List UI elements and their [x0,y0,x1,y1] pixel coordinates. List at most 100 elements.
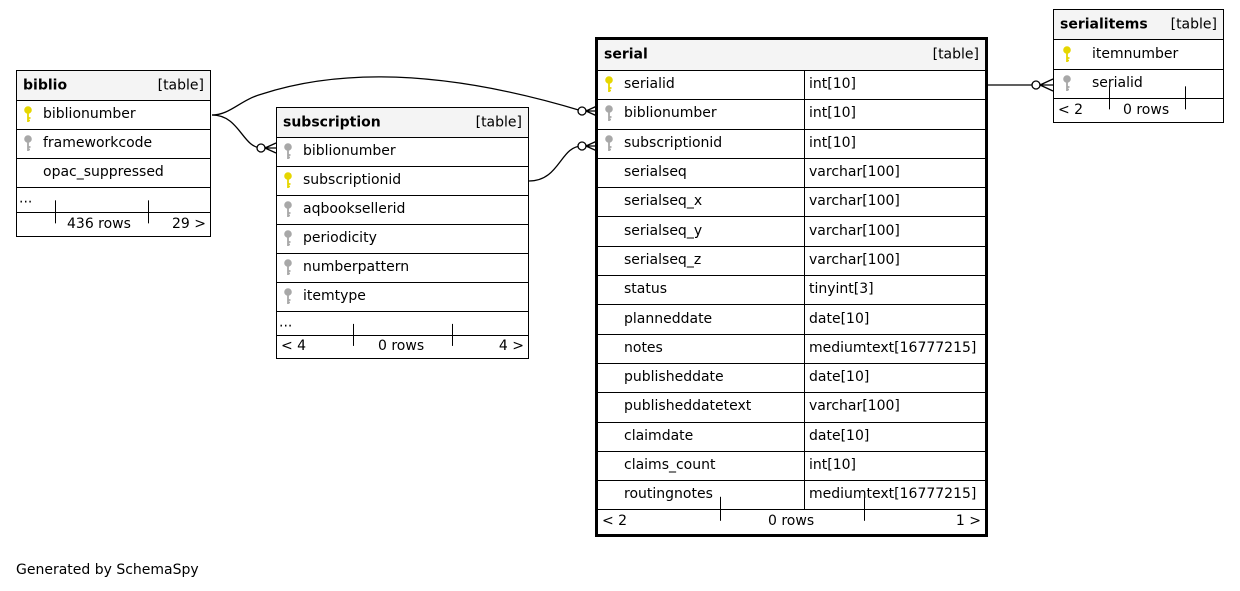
column-type: int[10] [809,76,856,93]
crowfoot-marker [264,142,277,154]
column-row[interactable]: publisheddate date[10] [598,363,985,394]
footer-children[interactable]: 29 > [172,215,206,232]
footer-parents[interactable]: < 2 [1058,101,1084,118]
column-row[interactable]: frameworkcode [17,130,210,159]
table-kind: [table] [157,77,204,94]
column-row[interactable]: claims_count int[10] [598,451,985,482]
key-icon [604,223,616,241]
column-name: itemtype [303,288,366,305]
column-name: serialid [624,76,675,93]
footer-children[interactable]: 4 > [498,338,524,355]
more-columns-row[interactable]: ... [17,188,210,213]
table-header[interactable]: subscription [table] [277,108,528,138]
column-type: varchar[100] [809,252,900,269]
column-divider [804,129,805,158]
table-kind: [table] [1170,16,1217,33]
key-icon [1062,45,1074,64]
column-row[interactable]: serialseq_y varchar[100] [598,217,985,247]
column-name: biblionumber [624,105,717,122]
column-row[interactable]: subscriptionid int[10] [598,129,985,159]
column-row[interactable]: periodicity [277,225,528,254]
column-row[interactable]: publisheddatetext varchar[100] [598,393,985,423]
column-row[interactable]: serialseq varchar[100] [598,158,985,189]
column-row[interactable]: routingnotes mediumtext[16777215] [598,481,985,511]
more-columns-ellipsis: ... [19,190,33,207]
table-header[interactable]: serial [table] [598,40,985,71]
column-divider [804,276,805,305]
column-type: date[10] [809,310,870,327]
column-name: subscriptionid [303,172,402,189]
edge-subscription-biblio [211,114,263,149]
table-biblio[interactable]: biblio [table] biblionumber frameworkcod… [16,70,211,237]
column-type: int[10] [809,105,856,122]
table-serialitems[interactable]: serialitems [table] itemnumber serialid … [1053,9,1224,123]
table-footer: < 2 0 rows 1 > [598,497,985,534]
footer-divider [1185,86,1186,110]
footer-divider [864,497,865,522]
column-name: claims_count [624,457,716,474]
edge-serial-biblio [211,76,583,116]
column-divider [804,305,805,334]
table-kind: [table] [475,114,522,131]
column-row[interactable]: serialseq_z varchar[100] [598,246,985,277]
column-row[interactable]: biblionumber [17,101,210,130]
table-subscription[interactable]: subscription [table] biblionumber subscr… [276,107,529,359]
footer-parents[interactable]: < 4 [281,338,307,355]
table-footer: 436 rows 29 > [17,200,210,236]
column-row[interactable]: itemtype [277,283,528,312]
footer-divider [720,497,721,522]
table-name: biblio [23,77,68,94]
footer-divider [148,200,149,224]
table-header[interactable]: serialitems [table] [1054,10,1223,40]
key-icon [604,252,616,270]
edge-serial-subscription [528,145,583,182]
column-divider [804,71,805,100]
key-icon [283,259,295,277]
column-row[interactable]: notes mediumtext[16777215] [598,334,985,364]
table-serial[interactable]: serial [table] serialid int[10] biblionu… [595,37,988,538]
table-header[interactable]: biblio [table] [17,71,210,101]
column-type: varchar[100] [809,164,900,181]
key-icon [604,340,616,358]
footer-divider [452,323,453,346]
key-icon [283,143,295,161]
column-row[interactable]: opac_suppressed [17,159,210,188]
generated-by-credit: Generated by SchemaSpy [16,562,199,578]
column-row[interactable]: biblionumber int[10] [598,100,985,130]
column-type: mediumtext[16777215] [809,340,977,357]
column-divider [804,158,805,188]
footer-row-count: 0 rows [1123,101,1170,118]
edge-end-circle [577,106,587,116]
column-name: serialid [1092,75,1143,92]
key-glyph [284,201,292,217]
key-glyph [24,106,32,122]
column-name: subscriptionid [624,134,723,151]
column-row[interactable]: itemnumber [1054,40,1223,70]
column-name: serialseq_z [624,252,702,269]
column-row[interactable]: numberpattern [277,254,528,283]
column-divider [804,481,805,510]
key-icon [604,369,616,387]
column-row[interactable]: biblionumber [277,138,528,167]
footer-parents[interactable]: < 2 [602,513,628,530]
column-row[interactable]: planneddate date[10] [598,305,985,335]
column-divider [804,217,805,246]
column-type: int[10] [809,457,856,474]
column-type: int[10] [809,134,856,151]
column-row[interactable]: serialid [1054,70,1223,99]
key-icon [1062,75,1074,93]
footer-row-count: 436 rows [67,215,131,232]
column-row[interactable]: status tinyint[3] [598,276,985,306]
column-row[interactable]: serialid int[10] [598,71,985,101]
column-row[interactable]: subscriptionid [277,167,528,196]
footer-children[interactable]: 1 > [955,513,981,530]
column-row[interactable]: serialseq_x varchar[100] [598,188,985,218]
column-name: opac_suppressed [43,164,164,181]
key-icon [604,428,616,446]
column-row[interactable]: claimdate date[10] [598,422,985,452]
key-icon [23,106,35,124]
column-row[interactable]: aqbooksellerid [277,196,528,225]
column-divider [804,334,805,363]
key-glyph [284,143,292,159]
more-columns-row[interactable]: ... [277,312,528,336]
